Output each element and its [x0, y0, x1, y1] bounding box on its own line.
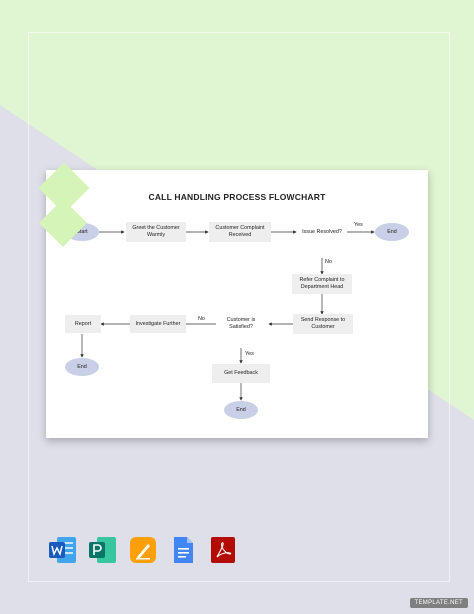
issue-resolved-label: Issue Resolved? [302, 228, 342, 235]
refer-complaint-node: Refer Complaint to Department Head [292, 274, 352, 294]
flowchart-title: CALL HANDLING PROCESS FLOWCHART [148, 192, 326, 202]
watermark: TEMPLATE.NET [409, 598, 468, 608]
investigate-further-node: Investigate Further [130, 315, 186, 333]
greet-customer-node: Greet the Customer Warmly [126, 222, 186, 242]
pages-icon[interactable] [128, 535, 158, 565]
pdf-icon[interactable] [208, 535, 238, 565]
complaint-received-node: Customer Complaint Received [209, 222, 271, 242]
end-node-3: End [224, 401, 258, 419]
end-node-2: End [65, 358, 99, 376]
publisher-icon[interactable] [88, 535, 118, 565]
label-yes-2: Yes [245, 351, 254, 357]
label-no-1: No [325, 259, 332, 265]
word-icon[interactable] [48, 535, 78, 565]
background-frame [28, 32, 450, 582]
send-response-node: Send Response to Customer [293, 314, 353, 334]
flowchart-card: CALL HANDLING PROCESS FLOWCHART Start Gr… [38, 162, 428, 438]
report-node: Report [65, 315, 101, 333]
app-icons-row [48, 535, 238, 565]
get-feedback-node: Get Feedback [212, 364, 270, 383]
google-docs-icon[interactable] [168, 535, 198, 565]
customer-satisfied-label: Customer is Satisfied? [226, 317, 256, 330]
label-no-2: No [198, 316, 205, 322]
flowchart-connectors [80, 230, 375, 401]
end-node-1: End [375, 223, 409, 241]
label-yes-1: Yes [354, 222, 363, 228]
